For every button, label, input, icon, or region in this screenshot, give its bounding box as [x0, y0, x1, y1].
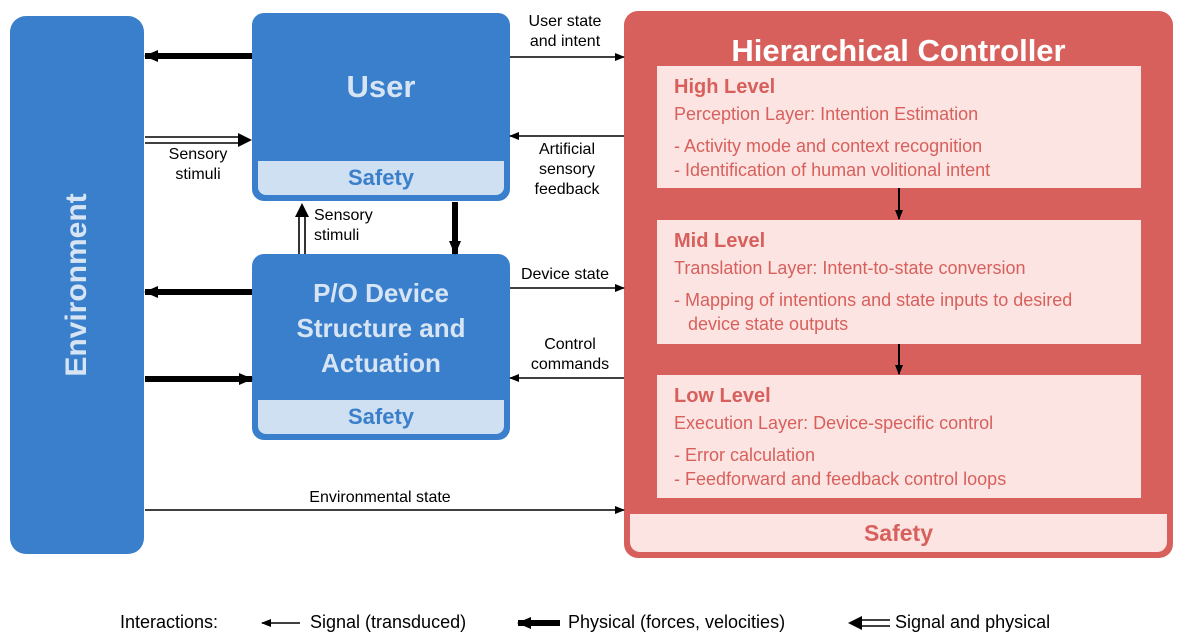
- mid-level-title: Mid Level: [674, 230, 766, 252]
- environmental-state-label: Environmental state: [309, 489, 451, 506]
- low-level-subtitle: Execution Layer: Device-specific control: [674, 413, 994, 433]
- sensory-stimuli-device-label: Sensory stimuli: [314, 207, 373, 244]
- user-safety: Safety: [258, 161, 504, 195]
- mid-level-subtitle: Translation Layer: Intent-to-state conve…: [674, 258, 1026, 278]
- device-state-label: Device state: [520, 266, 610, 283]
- device-title-line-1: P/O Device: [313, 278, 449, 308]
- high-level-subtitle: Perception Layer: Intention Estimation: [674, 104, 979, 124]
- mid-level-item: - Mapping of intentions and state inputs…: [674, 290, 1073, 334]
- device-title-line-2: Structure and: [296, 313, 466, 343]
- controller-safety: Safety: [630, 514, 1167, 552]
- mid-level-box: Mid Level Translation Layer: Intent-to-s…: [657, 220, 1141, 344]
- user-title: User: [346, 69, 416, 104]
- high-level-box: High Level Perception Layer: Intention E…: [657, 66, 1141, 188]
- low-level-item: - Error calculation: [674, 445, 816, 465]
- legend-both-label: Signal and physical: [895, 612, 1051, 632]
- high-level-item: - Activity mode and context recognition: [674, 136, 983, 156]
- high-level-item: - Identification of human volitional int…: [674, 160, 991, 180]
- device-title: P/O Device Structure and Actuation: [252, 276, 510, 381]
- sensory-stimuli-env-label: Sensory stimuli: [168, 146, 228, 183]
- device-block: P/O Device Structure and Actuation Safet…: [252, 254, 510, 440]
- user-block: User Safety: [252, 13, 510, 201]
- device-title-line-3: Actuation: [321, 348, 441, 378]
- device-safety: Safety: [258, 400, 504, 434]
- artificial-feedback-label: Artificial sensory feedback: [534, 141, 600, 198]
- low-level-box: Low Level Execution Layer: Device-specif…: [657, 375, 1141, 498]
- low-level-item: - Feedforward and feedback control loops: [674, 469, 1007, 489]
- user-state-label: User state and intent: [528, 13, 602, 50]
- legend-title: Interactions:: [120, 612, 219, 632]
- controller-title: Hierarchical Controller: [731, 33, 1066, 68]
- high-level-title: High Level: [674, 76, 776, 98]
- low-level-title: Low Level: [674, 385, 771, 407]
- controller-block: Hierarchical Controller High Level Perce…: [624, 11, 1173, 558]
- legend-physical-label: Physical (forces, velocities): [568, 612, 786, 632]
- environment-block: [10, 16, 144, 554]
- control-commands-label: Control commands: [530, 336, 610, 373]
- legend-signal-label: Signal (transduced): [310, 612, 467, 632]
